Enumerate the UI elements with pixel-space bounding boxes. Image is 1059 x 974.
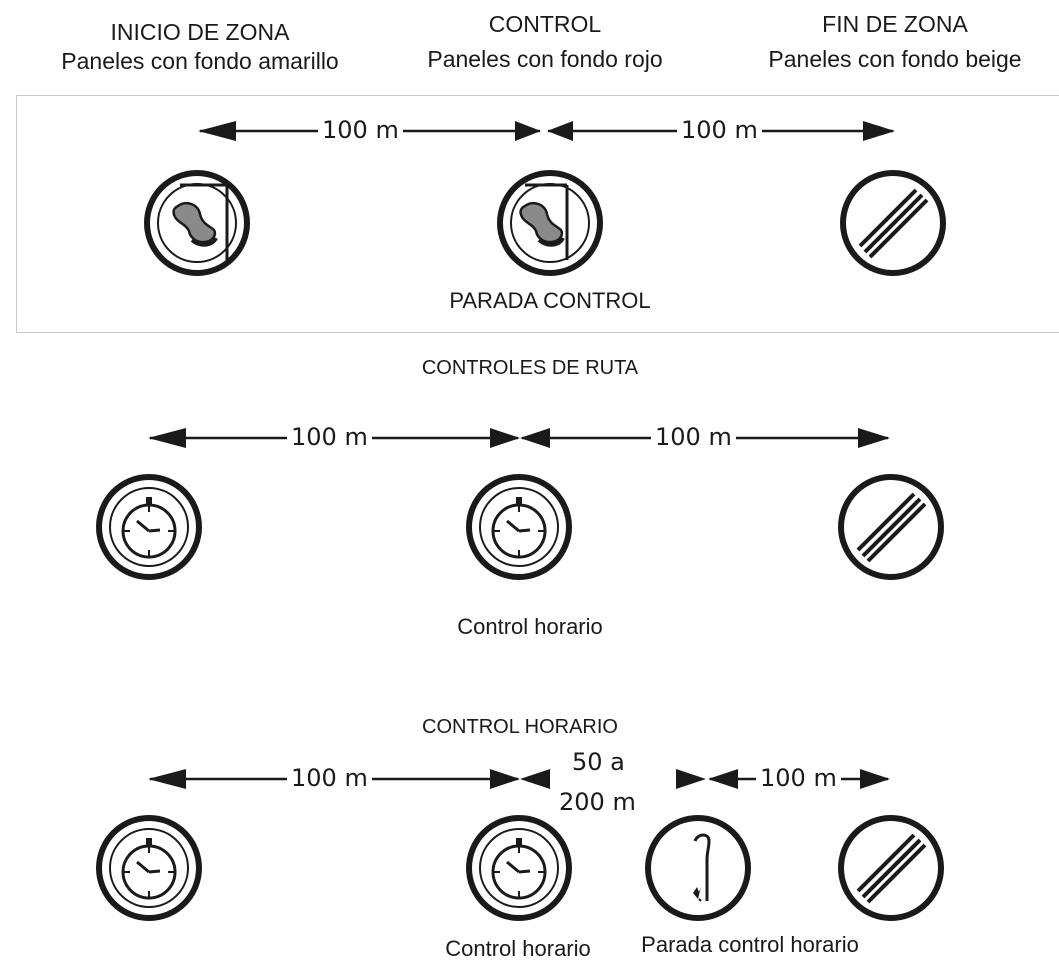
header-control: CONTROL Paneles con fondo rojo [385,10,705,74]
distance-label-row3-middle-line2: 200 m [559,788,636,816]
header-start-title: INICIO DE ZONA [110,19,290,45]
clock-icon [96,474,202,580]
clock-icon [96,815,202,921]
caption-control-horario: Control horario [457,614,603,639]
stamp-icon [497,170,603,276]
header-end-zone: FIN DE ZONA Paneles con fondo beige [735,10,1055,74]
caption-parada-control: PARADA CONTROL [449,288,651,313]
header-control-subtitle: Paneles con fondo rojo [427,46,663,72]
title-controles-de-ruta: CONTROLES DE RUTA [421,357,639,379]
distance-label-row3-middle-line1: 50 a [572,748,625,776]
section-frame [16,95,1059,333]
clock-icon [466,474,572,580]
header-control-title: CONTROL [488,11,602,37]
title-control-horario: CONTROL HORARIO [422,716,618,738]
header-end-title: FIN DE ZONA [822,11,968,37]
caption-control-horario-2: Control horario [445,936,591,961]
clock-icon [466,815,572,921]
distance-label-row3-right: 100 m [756,764,841,792]
distance-label-row2-right: 100 m [651,423,736,451]
distance-label-row2-left: 100 m [287,423,372,451]
distance-label-row1-right: 100 m [677,116,762,144]
header-start-zone: INICIO DE ZONA Paneles con fondo amarill… [30,18,370,76]
end-of-zone-icon [838,474,944,580]
header-end-subtitle: Paneles con fondo beige [768,46,1022,72]
arrow-row3-middle [520,769,706,789]
end-of-zone-icon [840,170,946,276]
end-of-zone-icon [838,815,944,921]
stop-flag-icon [645,815,751,921]
distance-label-row1-left: 100 m [318,116,403,144]
distance-label-row3-left: 100 m [287,764,372,792]
header-start-subtitle: Paneles con fondo amarillo [61,48,339,74]
stamp-icon [144,170,250,276]
caption-parada-control-horario: Parada control horario [641,932,859,957]
